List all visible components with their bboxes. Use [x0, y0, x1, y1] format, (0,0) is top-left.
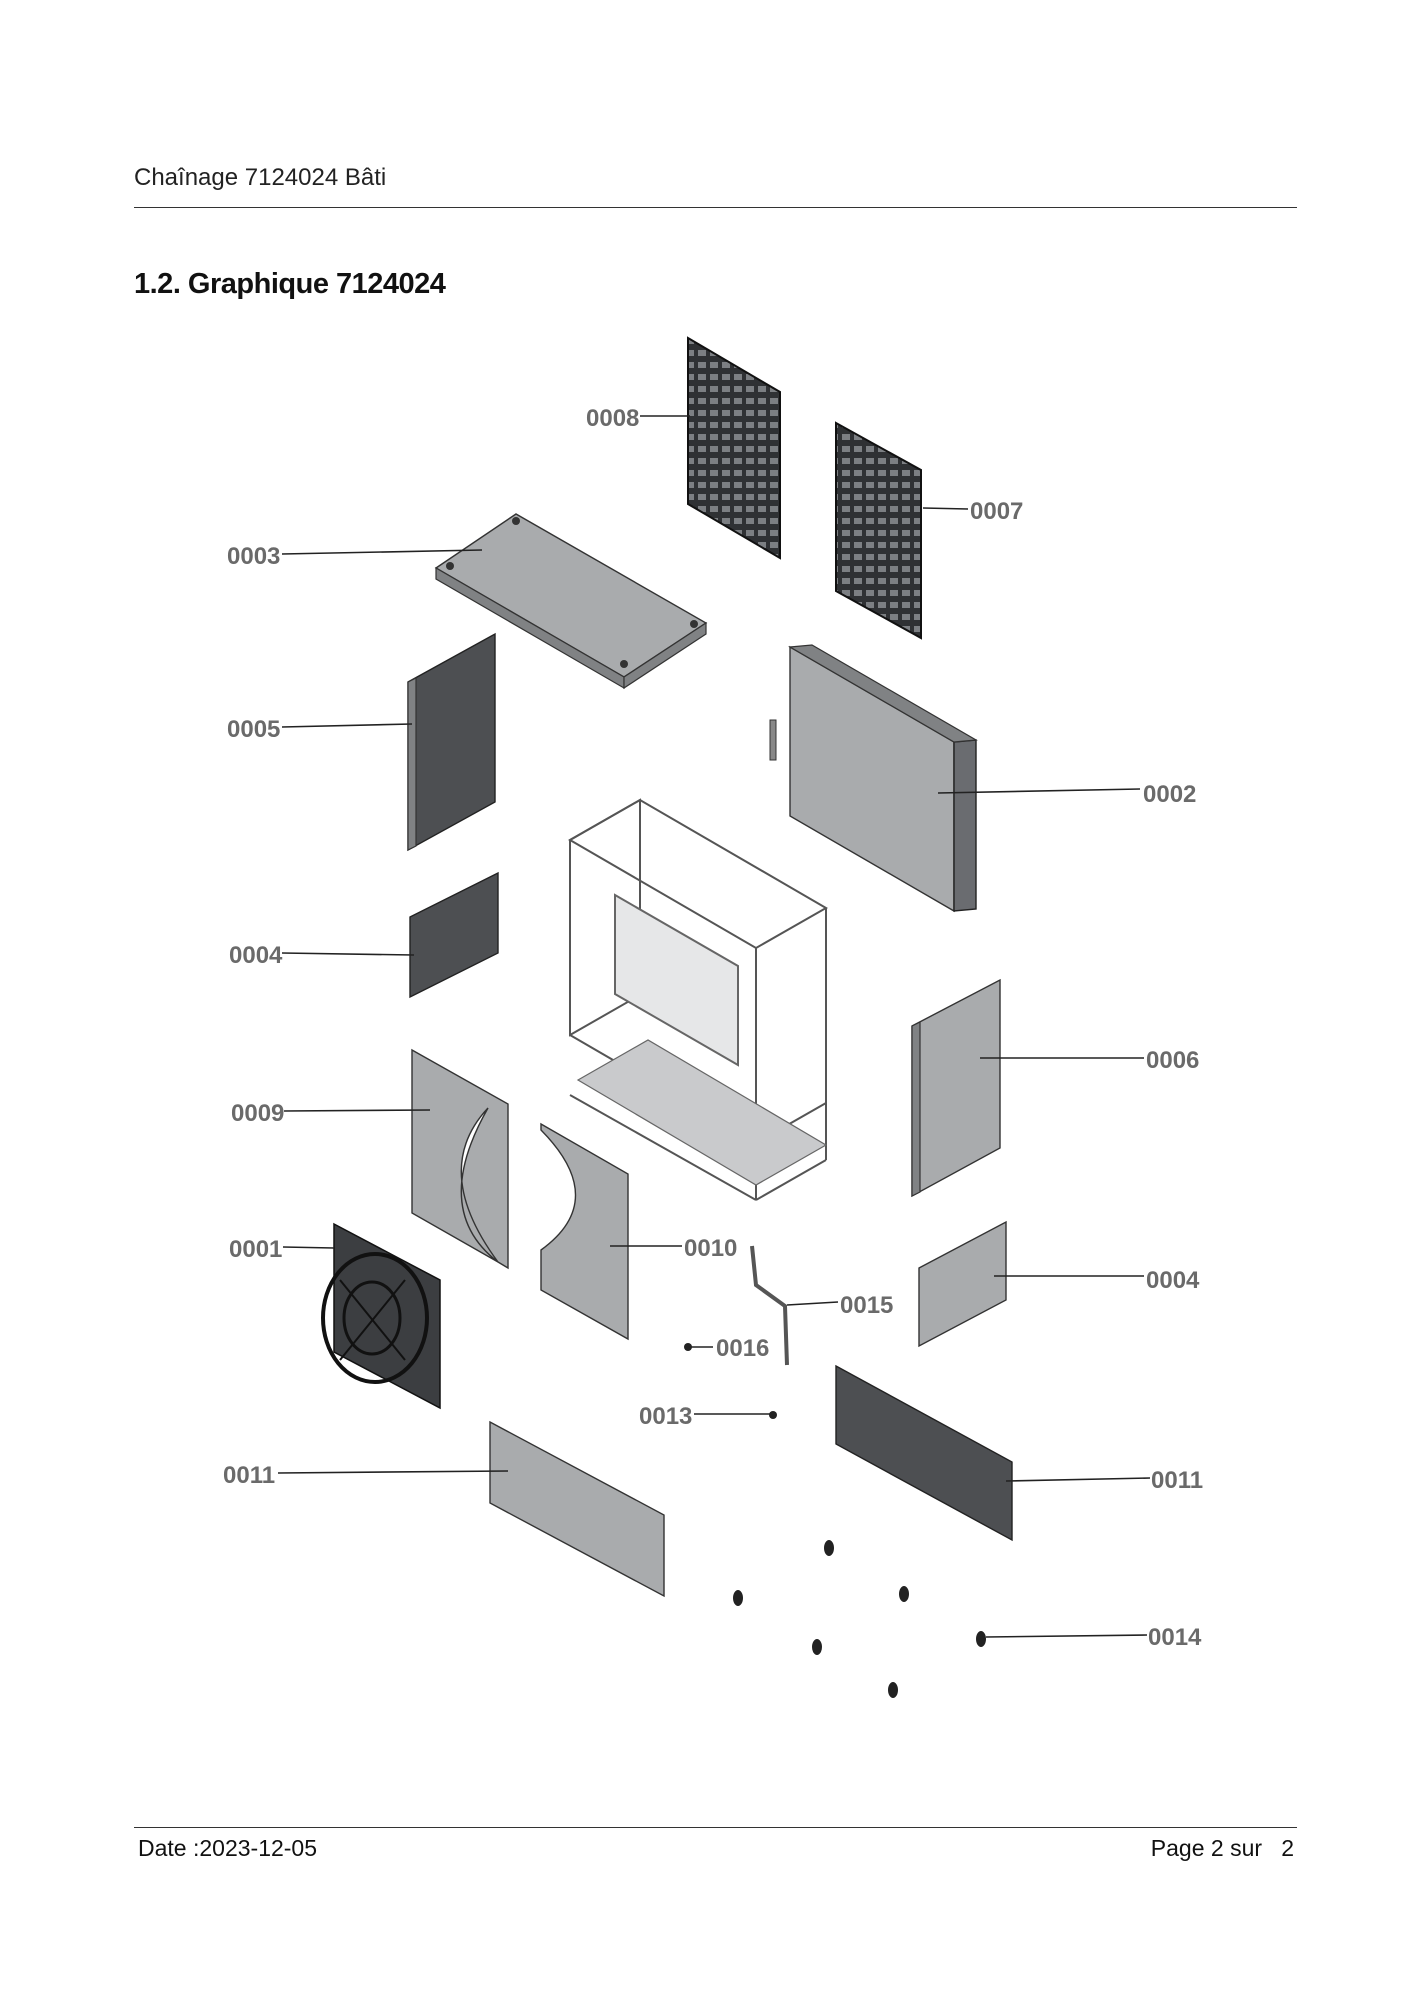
part-0002-coil [769, 644, 978, 913]
part-0015-bracket [750, 1245, 789, 1366]
part-0011-panel-right [835, 1364, 1013, 1542]
callout-0008: 0008 [586, 405, 639, 432]
section-title: 1.2. Graphique 7124024 [134, 268, 446, 300]
callout-0015: 0015 [840, 1292, 893, 1319]
part-0010-front-panel [540, 1122, 629, 1341]
part-0003-top-panel [434, 513, 708, 690]
part-0001-fan [321, 1222, 441, 1410]
part-0011-panel-left [489, 1420, 665, 1598]
callout-0009: 0009 [231, 1100, 284, 1127]
part-0006-side-panel [911, 978, 1001, 1198]
part-0016-screw [684, 1343, 692, 1351]
callout-0013: 0013 [639, 1403, 692, 1430]
callout-0006: 0006 [1146, 1047, 1199, 1074]
header-divider [134, 207, 1297, 208]
part-0014-feet [733, 1540, 986, 1698]
part-0004-panel-upper [409, 871, 499, 999]
callout-0004-upper: 0004 [229, 942, 283, 969]
callout-0016: 0016 [716, 1335, 769, 1362]
callout-labels: 0008 0007 0003 0005 0002 0004 0006 0009 … [223, 405, 1203, 1651]
base-frame [567, 798, 829, 1201]
part-0004-panel-lower [918, 1220, 1007, 1348]
part-0007-grille [835, 421, 922, 640]
footer-page-number: Page 2 sur 2 [1150, 1835, 1294, 1861]
part-0008-grille [687, 336, 781, 560]
callout-0014: 0014 [1148, 1624, 1202, 1651]
callout-0010: 0010 [684, 1235, 737, 1262]
callout-0001: 0001 [229, 1236, 282, 1263]
callout-0004-lower: 0004 [1146, 1267, 1200, 1294]
callout-0011-right: 0011 [1151, 1467, 1203, 1494]
leader-lines [277, 415, 1151, 1638]
part-0009-front-panel [411, 1048, 509, 1270]
callout-0005: 0005 [227, 716, 280, 743]
document-header-title: Chaînage 7124024 Bâti [134, 164, 387, 191]
callout-0007: 0007 [970, 498, 1023, 525]
part-0005-side-panel [407, 632, 496, 852]
footer-date: Date :2023-12-05 [138, 1835, 318, 1861]
callout-0003: 0003 [227, 543, 280, 570]
footer-divider [134, 1827, 1297, 1828]
part-0013-screw [769, 1411, 777, 1419]
callout-0002: 0002 [1143, 781, 1196, 808]
callout-0011-left: 0011 [223, 1462, 275, 1489]
